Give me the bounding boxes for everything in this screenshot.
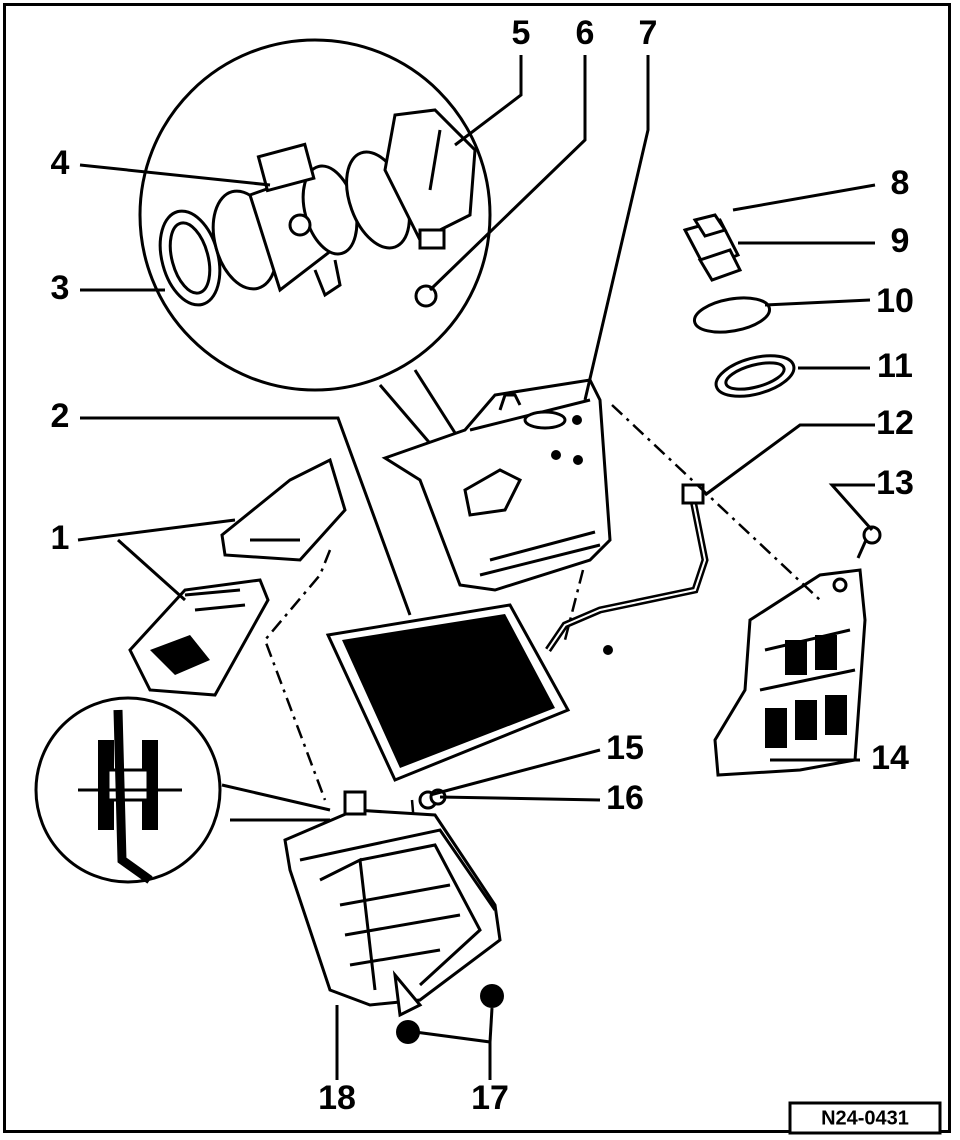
part-5-bracket (345, 108, 477, 250)
part-1-intake-snorkel (128, 457, 347, 697)
label-7: 7 (639, 14, 658, 52)
part-17-rubber-mounts (396, 984, 504, 1044)
label-17: 17 (471, 1079, 509, 1117)
part-13-bolt (856, 525, 882, 559)
part-7-filter-housing-upper (381, 378, 612, 592)
label-2: 2 (51, 397, 70, 435)
part-18-filter-housing-lower (283, 790, 502, 1018)
label-9: 9 (891, 222, 910, 260)
part-12-hose (545, 483, 709, 655)
detail-circle-bottom (34, 696, 331, 884)
part-4-air-mass-meter (211, 142, 359, 298)
part-8-9-sensor (682, 213, 743, 282)
part-11-ring (714, 354, 796, 398)
label-3: 3 (51, 269, 70, 307)
reference-code: N24-0431 (821, 1107, 909, 1129)
label-5: 5 (512, 14, 531, 52)
label-4: 4 (51, 144, 70, 182)
label-1: 1 (51, 519, 70, 557)
label-15: 15 (606, 729, 644, 767)
label-8: 8 (891, 164, 910, 202)
reference-code-box: N24-0431 (788, 1101, 942, 1135)
label-18: 18 (318, 1079, 356, 1117)
label-10: 10 (876, 282, 914, 320)
part-labels: 1 2 3 4 5 6 7 8 9 10 11 12 13 14 15 16 1… (51, 14, 914, 1117)
label-16: 16 (606, 779, 644, 817)
part-2-filter-element (325, 603, 571, 782)
label-12: 12 (876, 404, 914, 442)
leader-lines (77, 55, 876, 1080)
part-10-gasket (692, 296, 772, 334)
label-14: 14 (871, 739, 909, 777)
label-6: 6 (576, 14, 595, 52)
label-13: 13 (876, 464, 914, 502)
part-14-intake-duct (713, 568, 867, 777)
label-11: 11 (877, 347, 913, 385)
